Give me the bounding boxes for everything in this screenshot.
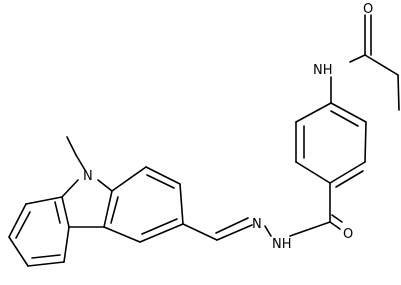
bond xyxy=(111,166,147,192)
atom-label-carbonyl-o-amide: O xyxy=(363,2,373,17)
bond xyxy=(295,161,331,184)
atom-label-hydrazide-nh: NH xyxy=(272,237,292,252)
bond xyxy=(331,214,343,223)
bond xyxy=(25,196,63,205)
bond xyxy=(8,236,29,267)
bond xyxy=(141,218,178,235)
bond xyxy=(103,190,113,228)
bond xyxy=(364,54,399,76)
bond xyxy=(349,54,366,63)
bond xyxy=(8,203,27,238)
bond xyxy=(329,161,366,184)
bond xyxy=(182,223,218,241)
atom-labels: N O NH N NH O xyxy=(83,2,373,252)
atom-label-carbonyl-o-hydrazide: O xyxy=(343,227,353,242)
bond xyxy=(61,179,79,198)
bond xyxy=(146,174,175,189)
atom-label-hydrazone-n: N xyxy=(252,217,262,232)
bond xyxy=(139,223,184,243)
bond xyxy=(54,201,61,224)
bond xyxy=(364,121,367,163)
bond xyxy=(15,211,31,239)
bond xyxy=(110,196,119,224)
bond xyxy=(216,224,253,241)
bond xyxy=(103,226,141,243)
bond xyxy=(63,226,70,263)
bond xyxy=(31,254,61,259)
bond xyxy=(179,183,184,225)
bond xyxy=(97,179,113,192)
bond xyxy=(335,170,364,188)
bond xyxy=(295,102,332,123)
bond xyxy=(61,196,70,228)
bond xyxy=(27,261,65,267)
bond xyxy=(264,225,272,237)
bond xyxy=(330,110,359,127)
bond xyxy=(215,217,249,234)
bond xyxy=(289,221,331,237)
bond xyxy=(329,221,341,230)
atom-label-anilide-nh: NH xyxy=(313,63,333,78)
bond xyxy=(66,136,77,156)
bond xyxy=(330,102,367,123)
bond xyxy=(145,166,181,185)
atom-label-carbazole-n: N xyxy=(83,169,93,184)
bond xyxy=(397,74,400,111)
bonds xyxy=(8,14,400,267)
bond xyxy=(75,154,86,171)
